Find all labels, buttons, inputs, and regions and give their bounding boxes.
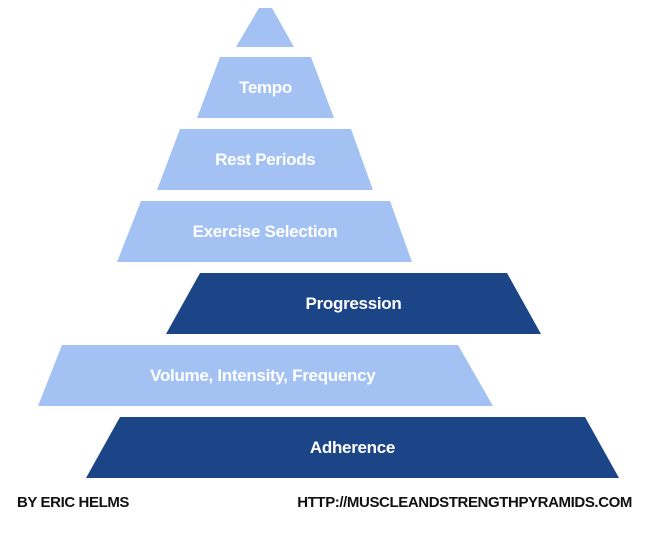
- tier-tempo: [197, 57, 334, 118]
- tier-progression: [166, 273, 541, 334]
- tier-label-exercise-selection: Exercise Selection: [193, 222, 338, 241]
- tier-apex: [236, 8, 294, 47]
- tier-label-volume-intensity-frequency: Volume, Intensity, Frequency: [150, 366, 376, 385]
- tier-label-tempo: Tempo: [239, 78, 292, 97]
- author-credit: BY ERIC HELMS: [17, 494, 130, 511]
- tier-exercise-selection: [117, 201, 412, 262]
- tier-label-adherence: Adherence: [310, 438, 395, 457]
- tier-rest-periods: [157, 129, 373, 190]
- tier-adherence: [86, 417, 619, 478]
- website-url: HTTP://MUSCLEANDSTRENGTHPYRAMIDS.COM: [297, 494, 632, 511]
- tier-volume-intensity-frequency: [38, 345, 493, 406]
- tier-label-rest-periods: Rest Periods: [215, 150, 315, 169]
- tier-label-progression: Progression: [306, 294, 402, 313]
